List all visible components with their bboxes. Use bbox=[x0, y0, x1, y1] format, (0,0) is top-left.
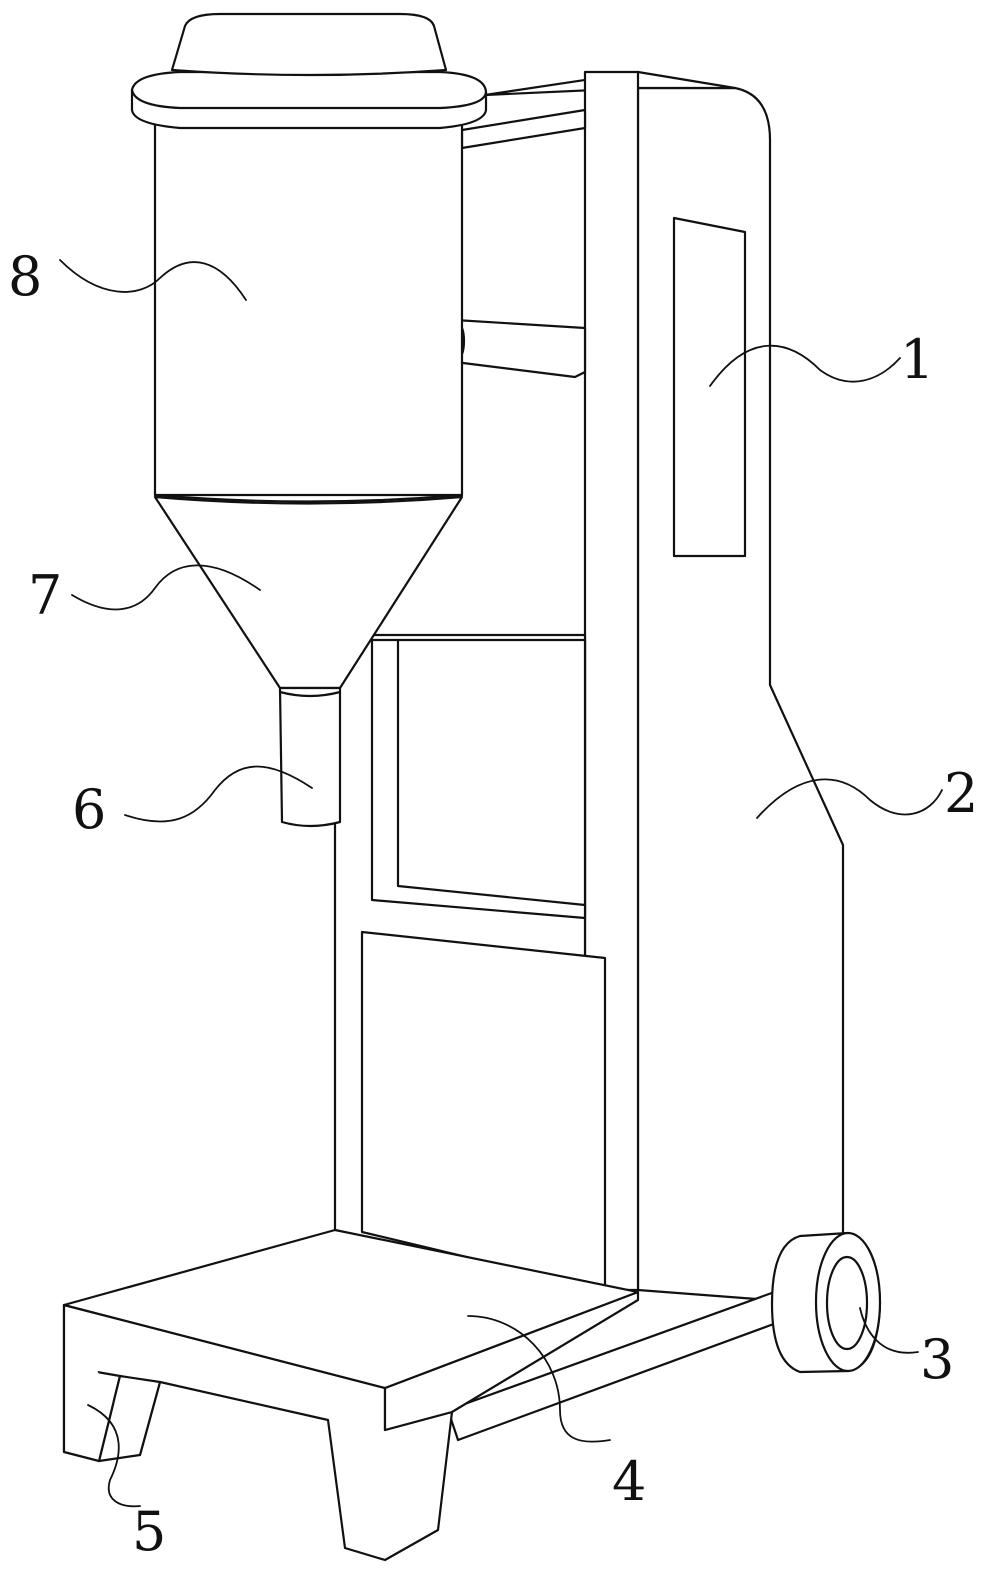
leader-8 bbox=[59, 259, 247, 301]
hopper-lid-cap bbox=[170, 12, 448, 77]
leader-7 bbox=[71, 564, 261, 611]
label-4: 4 bbox=[612, 1450, 646, 1513]
hopper-bottom-edge bbox=[153, 493, 464, 503]
support-arm bbox=[444, 318, 587, 379]
leader-lines bbox=[59, 259, 943, 1508]
leader-6 bbox=[124, 765, 313, 823]
frame-window-inner bbox=[396, 638, 587, 907]
frame-window-outer bbox=[370, 638, 587, 920]
leader-4 bbox=[467, 1315, 611, 1443]
hopper-lid-ring bbox=[130, 70, 488, 130]
base-top-face bbox=[62, 1228, 640, 1390]
frame-body bbox=[333, 70, 845, 1302]
label-3: 3 bbox=[920, 1328, 954, 1391]
label-2: 2 bbox=[944, 762, 978, 825]
leader-2 bbox=[756, 778, 943, 819]
base-left-foot bbox=[62, 1303, 162, 1463]
display-panel bbox=[672, 216, 747, 558]
hopper-cone bbox=[153, 495, 464, 690]
label-8: 8 bbox=[8, 245, 42, 308]
leader-5 bbox=[87, 1404, 141, 1508]
hopper-body bbox=[153, 110, 464, 497]
wheel bbox=[770, 1231, 882, 1374]
leader-1 bbox=[709, 344, 901, 387]
discharge-pipe bbox=[278, 686, 342, 828]
label-7: 7 bbox=[28, 564, 62, 627]
frame-lower-panel bbox=[360, 930, 607, 1292]
label-6: 6 bbox=[72, 778, 106, 841]
hopper-tank bbox=[130, 12, 488, 503]
label-5: 5 bbox=[132, 1500, 166, 1563]
label-1: 1 bbox=[900, 328, 934, 391]
base-platform bbox=[62, 1228, 792, 1562]
leader-3 bbox=[859, 1307, 919, 1354]
